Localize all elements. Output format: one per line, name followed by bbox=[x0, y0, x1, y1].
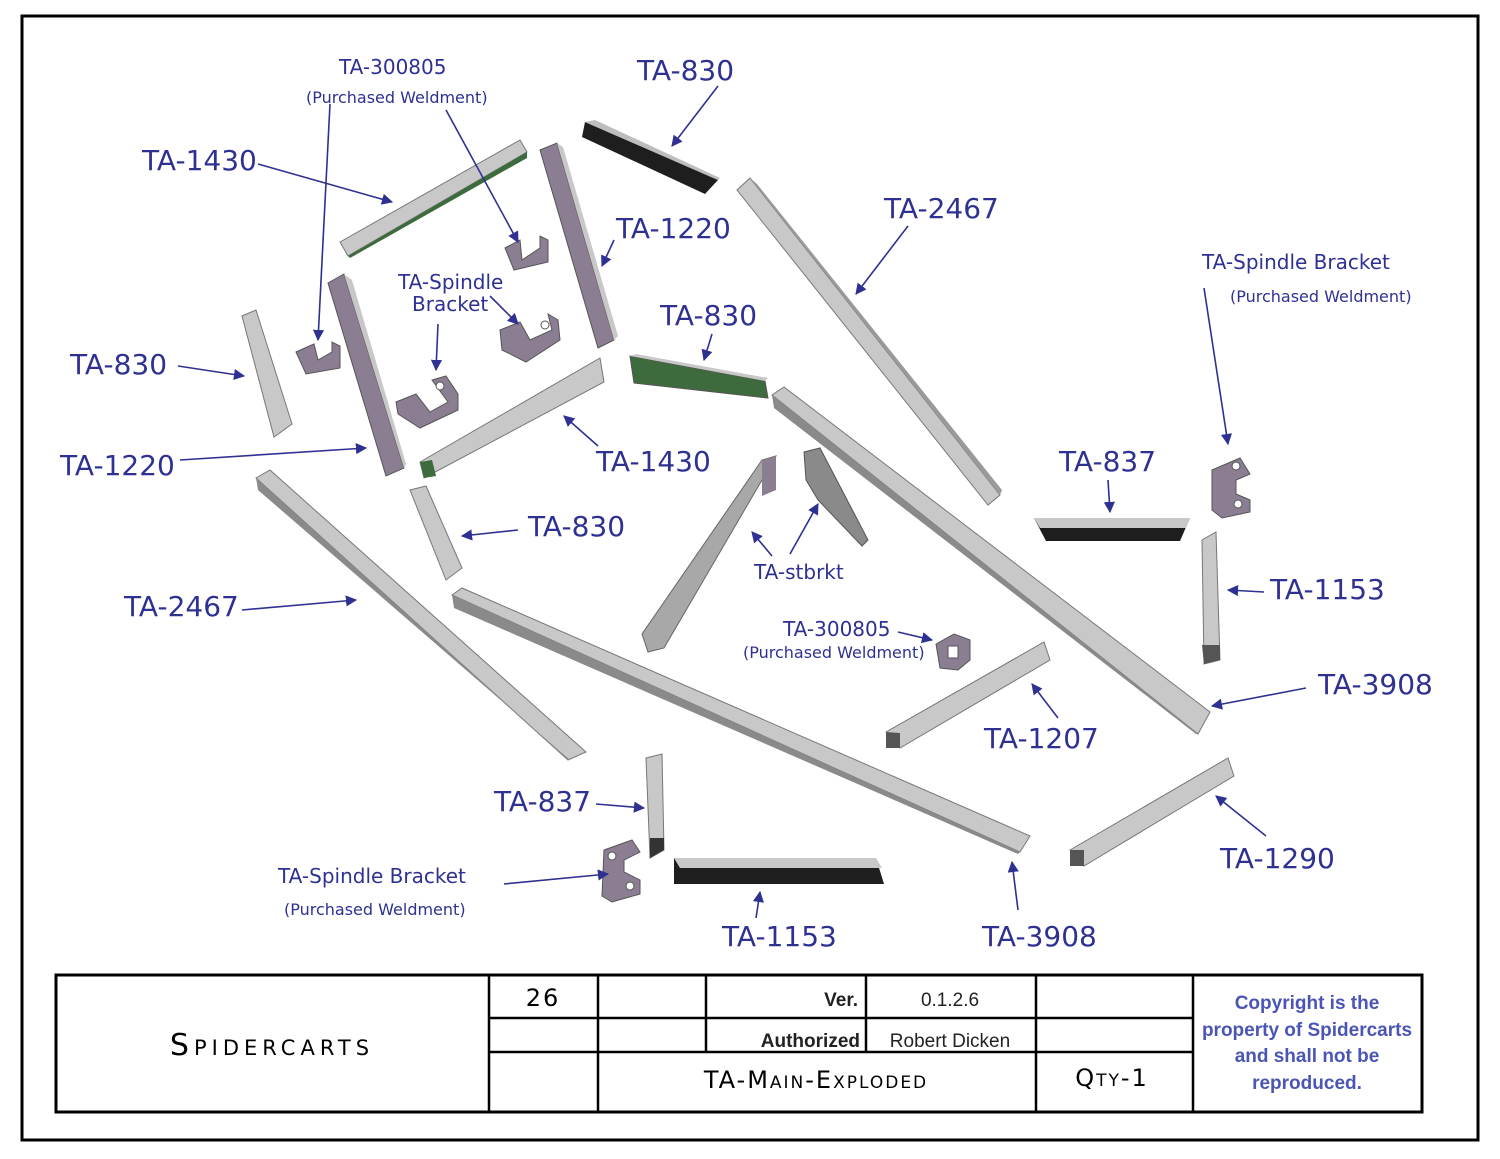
quantity: Qty-1 bbox=[1075, 1064, 1149, 1092]
label-purchased-weldment-middle: (Purchased Weldment) bbox=[743, 643, 925, 662]
drawing-name: TA-Main-Exploded bbox=[703, 1066, 928, 1094]
part-ta-2467-left bbox=[255, 469, 587, 761]
label-ta-2467-right: TA-2467 bbox=[883, 192, 999, 225]
part-ta-2467-right bbox=[736, 177, 1002, 506]
label-ta-837-right: TA-837 bbox=[1058, 445, 1156, 478]
label-ta-1153-right: TA-1153 bbox=[1269, 573, 1385, 606]
part-ta-837-bottom bbox=[645, 753, 665, 859]
sheet-border bbox=[20, 14, 1480, 1142]
label-ta-300805-top: TA-300805 bbox=[338, 55, 446, 79]
label-purchased-weldment-top: (Purchased Weldment) bbox=[306, 88, 488, 107]
copyright-line-2: property of Spidercarts bbox=[1202, 1020, 1412, 1041]
label-ta-830-left: TA-830 bbox=[69, 348, 167, 381]
part-ta-1290 bbox=[1069, 757, 1235, 867]
leader-arrows bbox=[177, 85, 1307, 919]
label-ta-1290: TA-1290 bbox=[1219, 842, 1335, 875]
label-ta-1430-middle: TA-1430 bbox=[595, 445, 711, 478]
part-ta-830-lower bbox=[409, 485, 463, 581]
label-ta-spindle-bracket-bottom: TA-Spindle Bracket bbox=[277, 864, 466, 888]
label-ta-830-middle: TA-830 bbox=[659, 299, 757, 332]
part-ta-stbrkt bbox=[641, 447, 869, 653]
copyright-line-1: Copyright is the bbox=[1235, 993, 1380, 1014]
label-ta-1153-bottom: TA-1153 bbox=[721, 920, 837, 953]
part-ta-1153-right bbox=[1201, 531, 1221, 665]
label-purchased-weldment-bottom: (Purchased Weldment) bbox=[284, 900, 466, 919]
label-purchased-weldment-right: (Purchased Weldment) bbox=[1230, 287, 1412, 306]
part-ta-3908-right bbox=[771, 386, 1211, 735]
label-ta-3908-bottom: TA-3908 bbox=[981, 920, 1097, 953]
part-ta-3908-bottom bbox=[450, 587, 1031, 854]
part-ta-830-top bbox=[582, 120, 720, 194]
part-ta-1207 bbox=[885, 641, 1051, 749]
part-ta-830-middle bbox=[629, 354, 769, 399]
copyright-line-3: and shall not be bbox=[1235, 1046, 1380, 1067]
label-ta-300805-middle: TA-300805 bbox=[782, 617, 890, 641]
part-ta-1430-middle bbox=[419, 357, 605, 479]
bracket-left bbox=[295, 341, 341, 375]
label-ta-830-lower: TA-830 bbox=[527, 510, 625, 543]
bracket-mid-left bbox=[395, 375, 459, 429]
label-ta-1220-left: TA-1220 bbox=[59, 449, 175, 482]
parts bbox=[241, 120, 1251, 903]
part-ta-1220-right bbox=[539, 142, 618, 349]
label-ta-spindle-bracket-left-line1: TA-Spindle bbox=[397, 270, 503, 294]
version-value: 0.1.2.6 bbox=[921, 990, 979, 1011]
bracket-middle-small bbox=[935, 633, 971, 671]
bracket-bottom bbox=[601, 839, 641, 903]
label-ta-837-bottom: TA-837 bbox=[493, 785, 591, 818]
part-ta-1153-bottom bbox=[674, 858, 884, 884]
part-ta-1220-left bbox=[327, 273, 406, 477]
version-label: Ver. bbox=[824, 990, 858, 1011]
label-ta-2467-left: TA-2467 bbox=[123, 590, 239, 623]
company-name: Spidercarts bbox=[170, 1028, 374, 1063]
authorized-value: Robert Dicken bbox=[890, 1031, 1010, 1052]
label-ta-1430-top: TA-1430 bbox=[141, 144, 257, 177]
label-ta-1220-right: TA-1220 bbox=[615, 212, 731, 245]
label-ta-stbrkt: TA-stbrkt bbox=[753, 560, 844, 584]
authorized-label: Authorized bbox=[761, 1031, 860, 1052]
bracket-right bbox=[1211, 457, 1251, 519]
label-ta-830-top: TA-830 bbox=[636, 54, 734, 87]
callout-labels: TA-300805 (Purchased Weldment) TA-830 TA… bbox=[59, 54, 1433, 953]
part-ta-1430-top bbox=[339, 139, 528, 258]
label-ta-1207: TA-1207 bbox=[983, 722, 1099, 755]
copyright-line-4: reproduced. bbox=[1252, 1073, 1362, 1094]
sheet-number: 26 bbox=[526, 984, 561, 1012]
bracket-upper-middle bbox=[499, 312, 561, 363]
bracket-top bbox=[504, 235, 549, 271]
label-ta-3908-right: TA-3908 bbox=[1317, 668, 1433, 701]
title-block: Spidercarts 26 Ver. 0.1.2.6 Authorized R… bbox=[54, 973, 1424, 1114]
part-ta-830-left bbox=[241, 309, 293, 438]
part-ta-837-right bbox=[1034, 518, 1190, 541]
label-ta-spindle-bracket-left-line2: Bracket bbox=[412, 292, 488, 316]
label-ta-spindle-bracket-right: TA-Spindle Bracket bbox=[1201, 250, 1390, 274]
